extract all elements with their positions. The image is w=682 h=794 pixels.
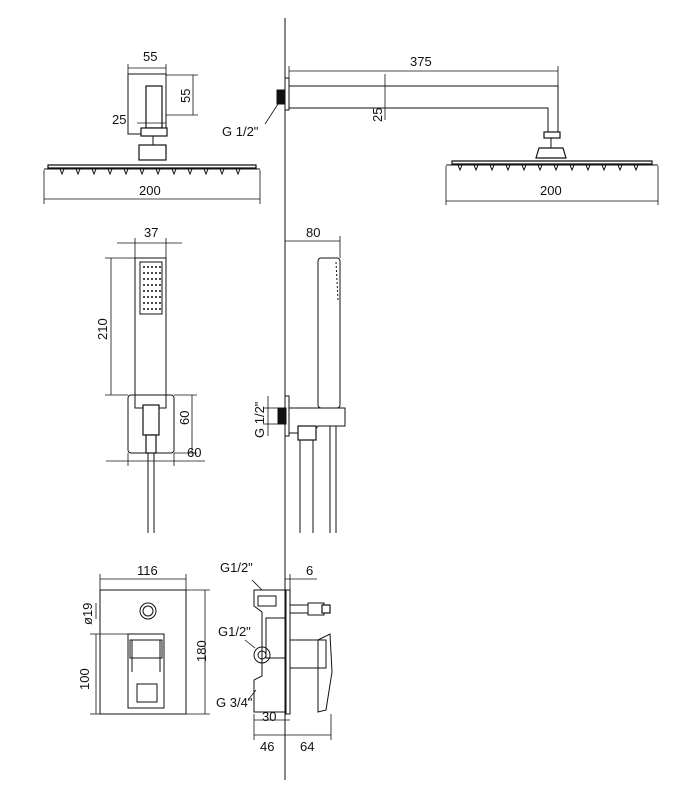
- dim-valve-body-depth: 46: [260, 739, 274, 754]
- label-valve-thread-bottom: G 3/4": [216, 695, 253, 710]
- dim-holder-height: 60: [177, 411, 192, 425]
- dim-wall-mount-depth: 25: [112, 112, 126, 127]
- hand-shower-front: [105, 238, 205, 533]
- dim-holder-width: 60: [187, 445, 201, 460]
- side-head-view: [264, 66, 659, 205]
- valve-side: [244, 574, 333, 740]
- nozzle-row-left: [59, 168, 241, 176]
- dim-wall-mount-width: 55: [143, 49, 157, 64]
- dim-hand-shower-width: 37: [144, 225, 158, 240]
- dim-hand-side-depth: 80: [306, 225, 320, 240]
- dim-valve-button-dia: ø19: [80, 603, 95, 625]
- dim-valve-lever-depth: 64: [300, 739, 314, 754]
- dim-hand-shower-length: 210: [95, 318, 110, 340]
- label-valve-thread-top: G1/2": [220, 560, 253, 575]
- nozzle-row-right: [457, 164, 639, 172]
- dim-arm-length: 375: [410, 54, 432, 69]
- dim-head-right-width: 200: [540, 183, 562, 198]
- hand-shower-spray-dots: [143, 266, 161, 310]
- dim-head-left-width: 200: [139, 183, 161, 198]
- hand-shower-side: [263, 236, 346, 533]
- dim-valve-plate-width: 116: [137, 563, 158, 578]
- dim-wall-mount-height: 55: [178, 89, 193, 103]
- dim-arm-drop: 25: [370, 108, 385, 122]
- dim-valve-plate-height: 180: [194, 640, 209, 662]
- label-arm-thread: G 1/2": [222, 124, 259, 139]
- dim-valve-cover-thickness: 6: [306, 563, 313, 578]
- front-head-view: [43, 64, 261, 204]
- label-hand-thread: G 1/2": [252, 401, 267, 438]
- dim-valve-projection: 30: [262, 709, 276, 724]
- label-valve-thread-mid: G1/2": [218, 624, 251, 639]
- valve-front: [90, 574, 210, 715]
- dim-valve-lower-height: 100: [77, 668, 92, 690]
